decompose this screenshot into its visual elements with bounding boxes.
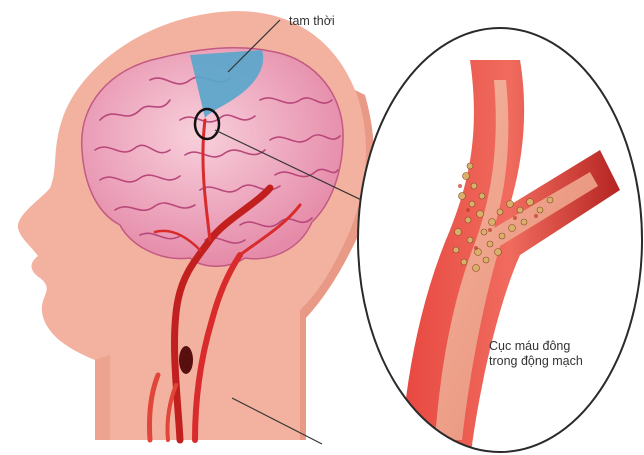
- clot-label-line2: trong động mạch: [489, 354, 583, 369]
- arterial-clot-label: Cục máu đông trong động mạch: [489, 339, 583, 369]
- neck-clot: [179, 346, 193, 374]
- magnified-artery: [358, 28, 642, 455]
- transient-area-label: tam thời: [289, 14, 335, 29]
- clot-label-line1: Cục máu đông: [489, 339, 583, 354]
